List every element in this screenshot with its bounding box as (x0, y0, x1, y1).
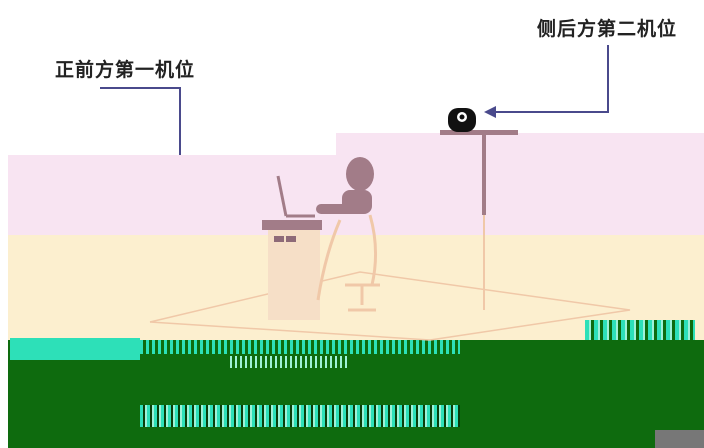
person-icon (316, 157, 374, 214)
glitch-block (140, 340, 460, 354)
floor-outline (149, 271, 631, 341)
chair-icon (316, 214, 380, 312)
front-camera-label: 正前方第一机位 (55, 59, 196, 81)
camera-icon (448, 108, 476, 132)
glitch-block (230, 356, 350, 368)
glitch-block (655, 430, 704, 448)
side-rear-camera-label: 侧后方第二机位 (537, 18, 678, 40)
front-camera-callout (100, 87, 181, 155)
glitch-block (585, 320, 695, 340)
desk-icon (262, 220, 322, 320)
background-band-pink-top (336, 133, 704, 155)
glitch-block (140, 405, 460, 427)
laptop-icon (276, 175, 315, 218)
glitch-block (10, 338, 140, 360)
side-camera-arrow (484, 45, 609, 118)
tripod-icon (440, 130, 518, 310)
